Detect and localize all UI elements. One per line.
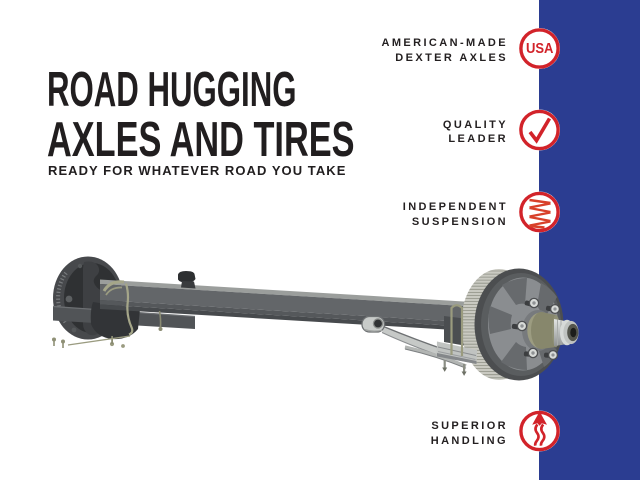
svg-text:USA: USA xyxy=(526,41,554,57)
